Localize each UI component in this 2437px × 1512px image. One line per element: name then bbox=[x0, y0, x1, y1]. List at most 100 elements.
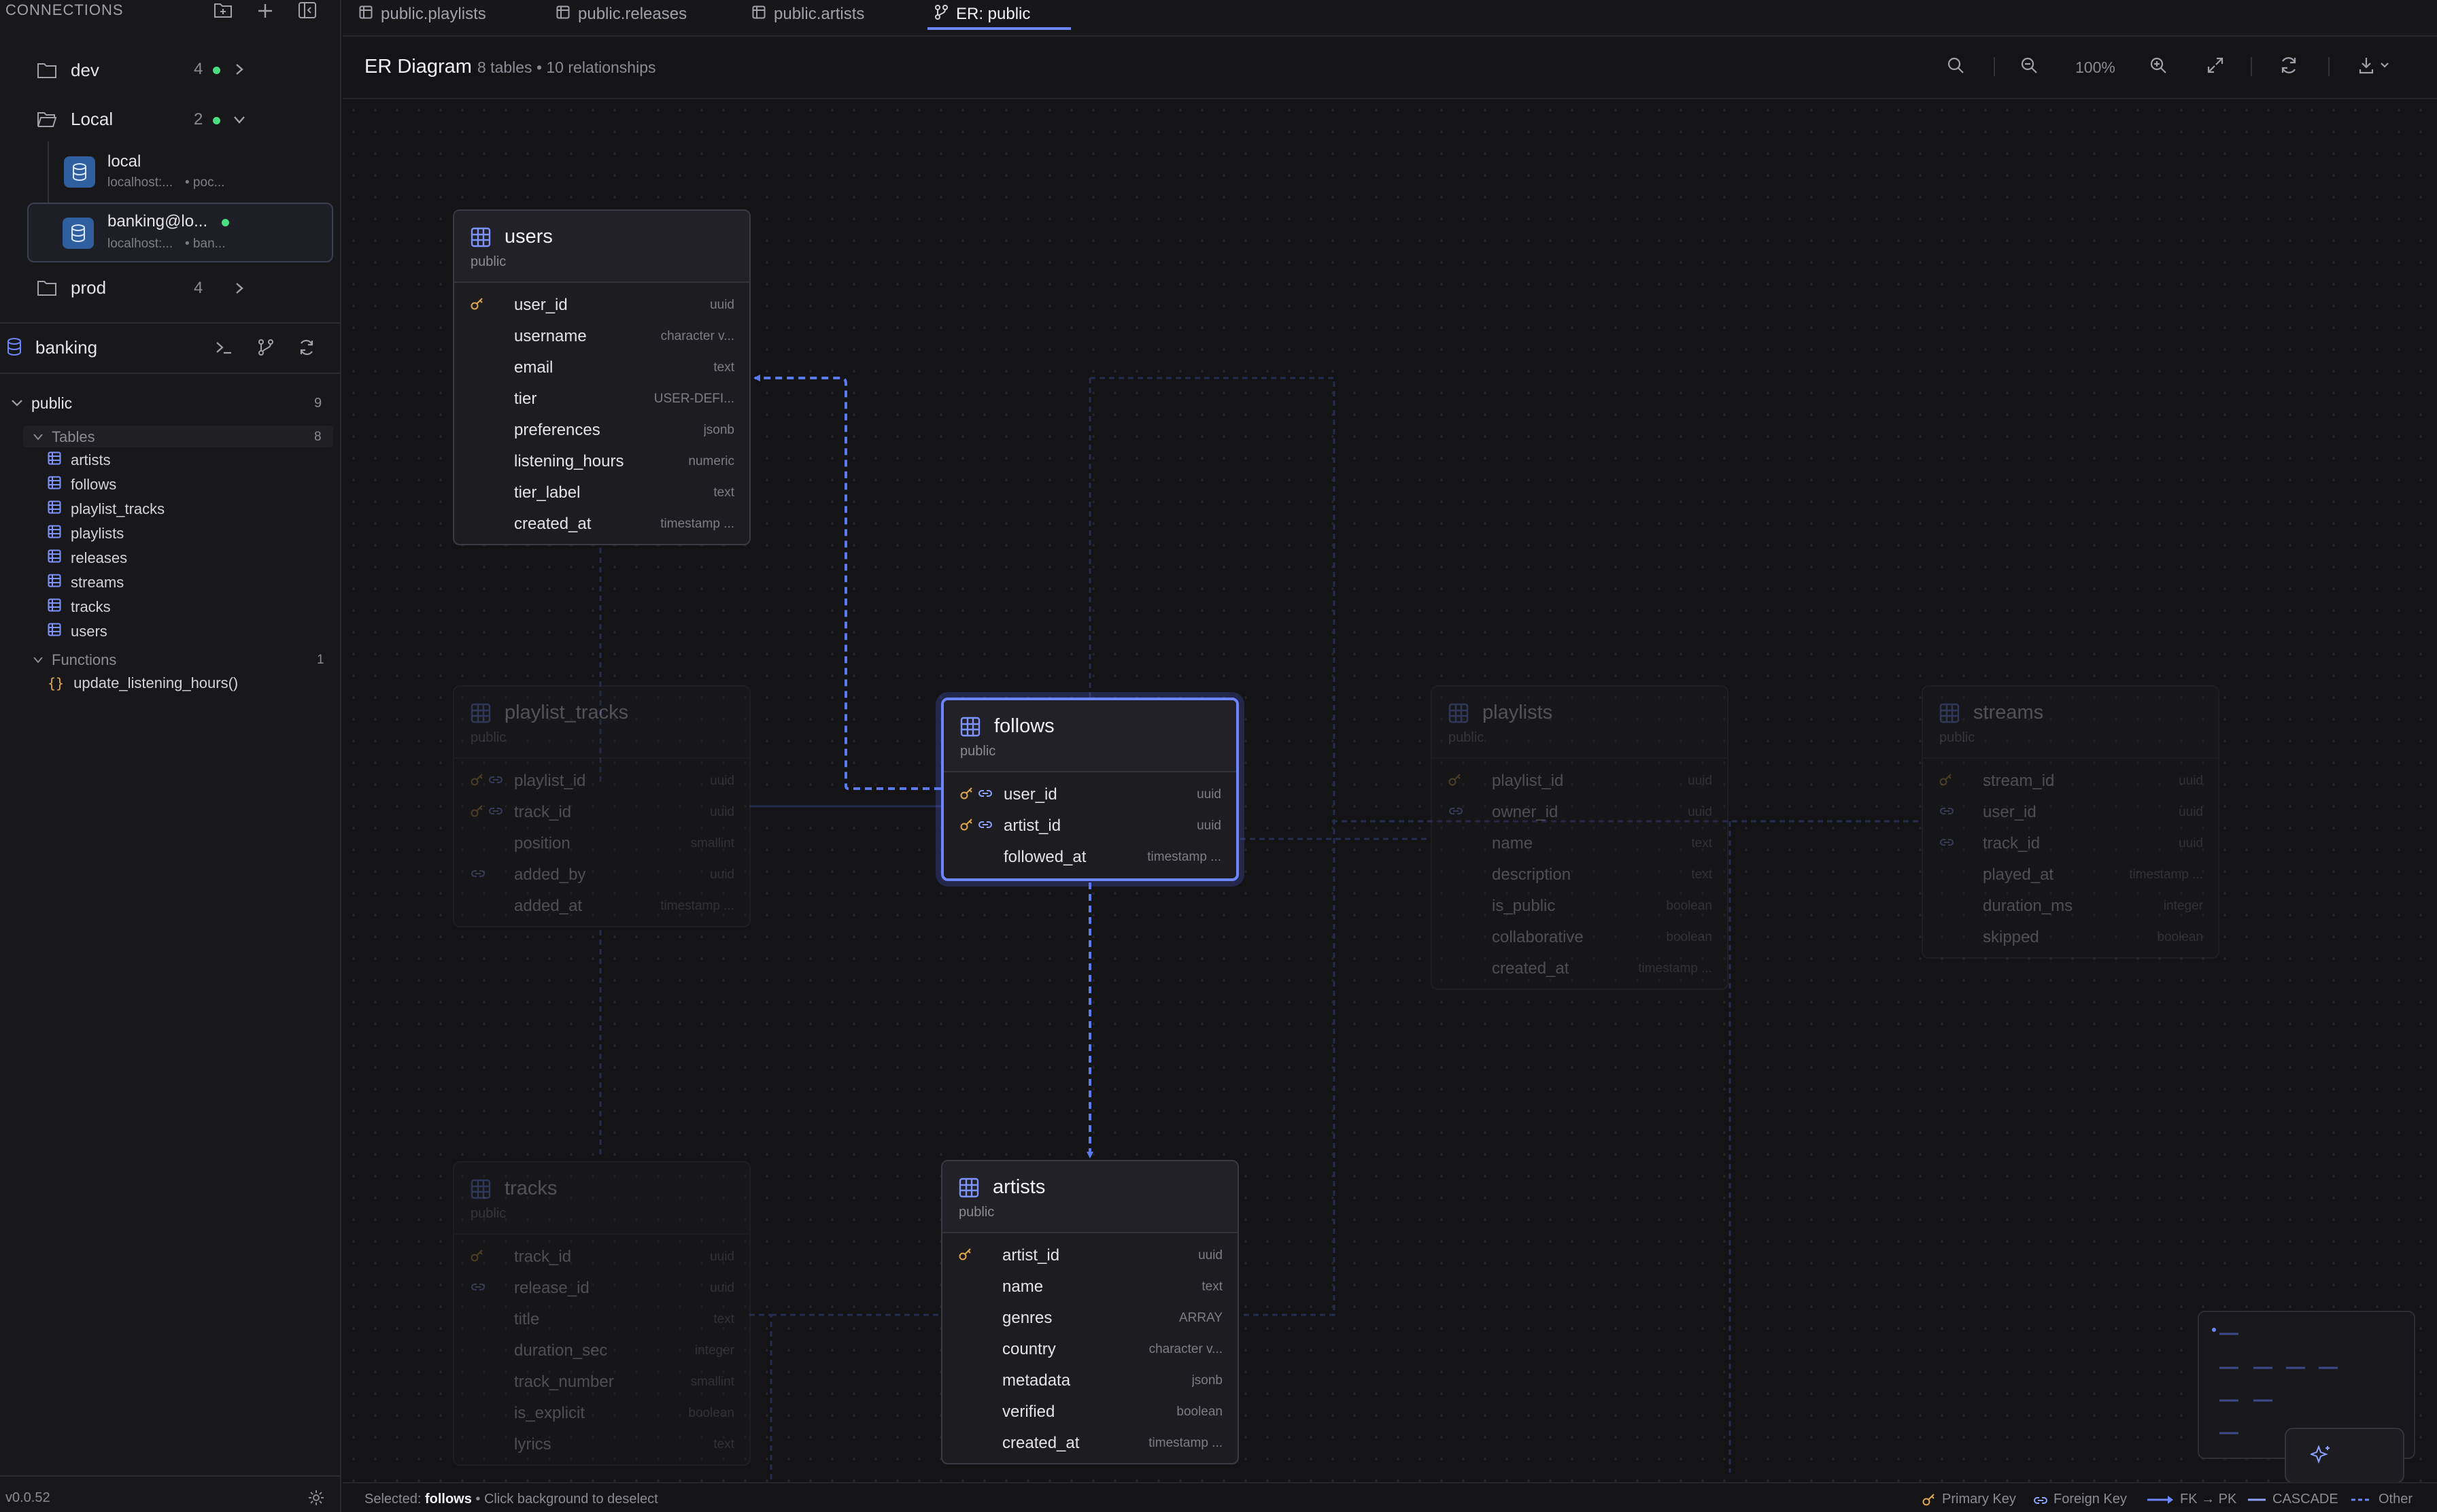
zoom-in-icon[interactable] bbox=[2149, 56, 2168, 78]
collapse-sidebar-icon[interactable] bbox=[298, 1, 317, 19]
sidebar-table-item[interactable]: streams bbox=[48, 574, 124, 591]
search-icon[interactable] bbox=[1946, 56, 1965, 78]
sidebar-table-item[interactable]: playlists bbox=[48, 525, 124, 543]
terminal-icon[interactable] bbox=[215, 340, 233, 358]
column-type: smallint bbox=[690, 836, 734, 850]
group-local[interactable]: Local bbox=[37, 106, 254, 133]
tables-folder[interactable]: Tables 8 bbox=[23, 426, 333, 447]
fit-view-icon[interactable] bbox=[2206, 56, 2225, 78]
sidebar-table-item[interactable]: users bbox=[48, 623, 107, 640]
group-dev[interactable]: dev bbox=[37, 57, 254, 84]
connection-banking[interactable]: banking@lo... localhost:... • ban... bbox=[27, 203, 333, 262]
group-prod[interactable]: prod bbox=[37, 275, 254, 302]
sidebar-table-item[interactable]: releases bbox=[48, 549, 127, 567]
column-type: jsonb bbox=[703, 423, 734, 437]
tab-3[interactable]: public.artists bbox=[752, 0, 864, 29]
chevron-right-icon[interactable] bbox=[234, 63, 245, 80]
functions-folder[interactable]: Functions 1 bbox=[23, 649, 333, 670]
column-type: uuid bbox=[710, 867, 734, 882]
zoom-out-icon[interactable] bbox=[2020, 56, 2039, 78]
chevron-down-icon[interactable] bbox=[11, 398, 23, 411]
sidebar-table-item[interactable]: artists bbox=[48, 451, 111, 469]
function-item[interactable]: {} update_listening_hours() bbox=[48, 674, 238, 692]
sidebar-table-item[interactable]: playlist_tracks bbox=[48, 500, 165, 518]
column-name: playlist_id bbox=[514, 772, 586, 790]
sidebar-table-item[interactable]: tracks bbox=[48, 598, 111, 616]
chevron-down-icon[interactable] bbox=[233, 114, 246, 128]
connection-local[interactable]: local localhost:... • poc... bbox=[60, 151, 332, 193]
schema-name[interactable]: public bbox=[31, 394, 73, 412]
new-folder-icon[interactable] bbox=[214, 1, 233, 19]
chevron-right-icon[interactable] bbox=[234, 281, 245, 298]
er-table-schema: public bbox=[1939, 730, 1975, 745]
table-icon bbox=[752, 5, 766, 24]
refresh-icon[interactable] bbox=[298, 339, 316, 360]
sidebar-table-item[interactable]: follows bbox=[48, 476, 116, 494]
er-table-name: streams bbox=[1973, 702, 2044, 723]
column-name: country bbox=[1002, 1340, 1056, 1358]
add-connection-icon[interactable] bbox=[257, 3, 273, 19]
tab-2[interactable]: public.releases bbox=[556, 0, 687, 29]
export-icon[interactable] bbox=[2358, 56, 2392, 78]
er-table-name: playlist_tracks bbox=[505, 702, 629, 723]
refresh-icon[interactable] bbox=[2279, 56, 2298, 78]
settings-icon[interactable] bbox=[307, 1489, 325, 1510]
minimap[interactable] bbox=[2198, 1311, 2415, 1482]
tab-4[interactable]: ER: public bbox=[927, 0, 1072, 30]
ai-assistant-button[interactable] bbox=[2285, 1428, 2404, 1482]
er-diagram-icon[interactable] bbox=[257, 339, 275, 360]
tab-1[interactable]: public.playlists bbox=[359, 0, 486, 29]
